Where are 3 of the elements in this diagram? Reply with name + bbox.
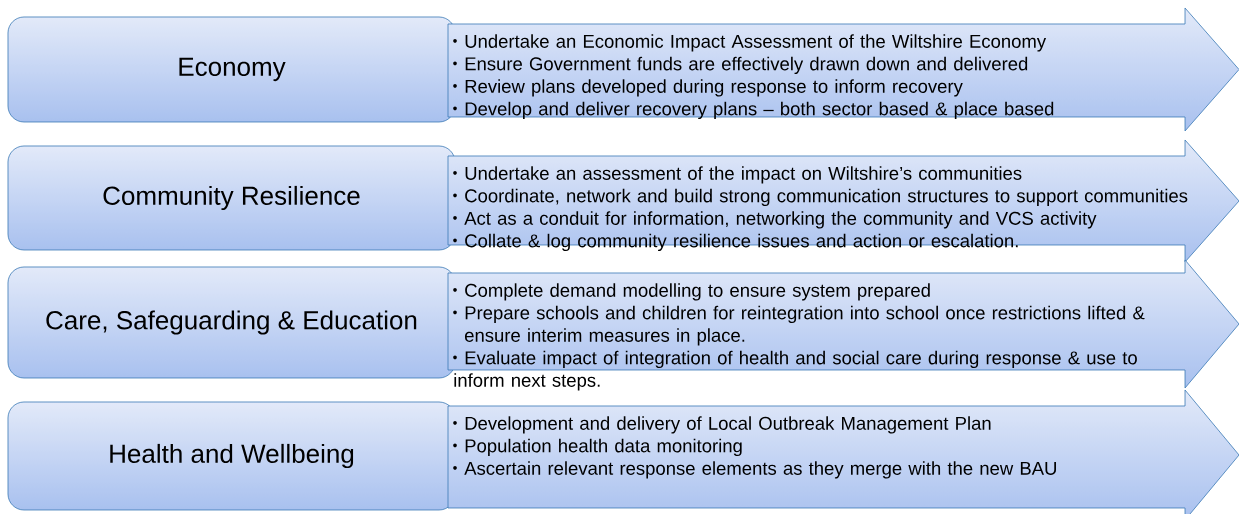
heading-box: Economy [7,16,456,123]
heading-box: Community Resilience [7,145,456,251]
heading-box: Health and Wellbeing [7,401,456,511]
